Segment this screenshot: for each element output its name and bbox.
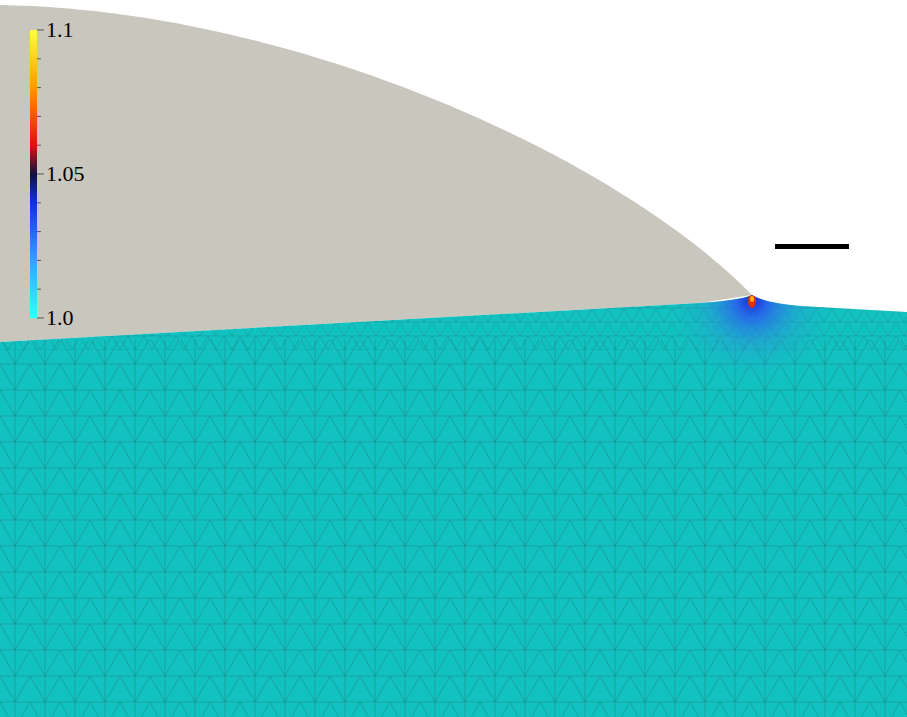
color-bar [30, 30, 37, 318]
color-bar-label: 1.1 [46, 19, 74, 41]
color-bar-label: 1.05 [46, 163, 85, 185]
color-bar-ticks [37, 30, 44, 318]
scale-bar [775, 244, 849, 249]
droplet [0, 5, 752, 342]
color-bar-label: 1.0 [46, 307, 74, 329]
